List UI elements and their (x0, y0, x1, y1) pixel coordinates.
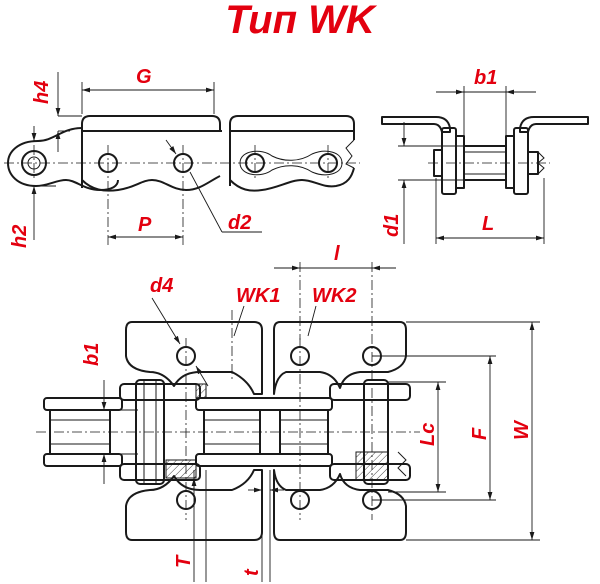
dim-F (372, 355, 496, 501)
break-line (345, 139, 355, 169)
dim-T (191, 470, 207, 582)
outer-link-left-top (37, 127, 83, 142)
section-hatch-2 (195, 383, 207, 399)
end-view (381, 116, 589, 195)
label-WK1: WK1 (236, 285, 280, 307)
section-hatch-1 (165, 459, 197, 479)
right-tab (519, 116, 589, 133)
label-Lc: Lc (417, 423, 439, 446)
outer-link-left (7, 140, 119, 191)
attachment-plate-2 (229, 115, 355, 186)
dim-W (406, 321, 540, 541)
label-h4: h4 (31, 81, 53, 104)
label-WK2: WK2 (312, 285, 356, 307)
inner-plate-top-2 (329, 383, 411, 401)
outer-plate-bottom-mid (195, 453, 333, 467)
dim-d4 (151, 297, 209, 387)
outer-plate-left (441, 127, 457, 195)
dim-Lc (388, 381, 446, 493)
dim-h4 (55, 72, 82, 152)
dim-G (81, 82, 215, 114)
dim-d1 (398, 122, 464, 244)
right-link-profile (229, 167, 355, 192)
label-d1: d1 (381, 214, 403, 237)
label-P: P (138, 214, 152, 236)
wk2-plate-lower (273, 469, 407, 541)
inner-plate-top-1 (119, 383, 201, 401)
label-h2: h2 (9, 225, 31, 248)
label-l: l (334, 243, 340, 265)
leader-wk1 (233, 305, 245, 337)
dim-b1-top (436, 86, 536, 144)
label-L: L (482, 213, 494, 235)
label-d4: d4 (150, 275, 173, 297)
dim-L (435, 178, 545, 244)
label-b1-bottom: b1 (81, 343, 103, 366)
break-right (397, 451, 407, 477)
diagram-title: Тип WK (225, 0, 375, 42)
dim-d2 (165, 139, 262, 233)
dim-b1-bottom (96, 380, 138, 484)
inner-link-profile (81, 175, 221, 192)
wk2-plate (273, 321, 407, 395)
outer-plate-top-left (43, 397, 123, 411)
dim-t (248, 470, 284, 582)
attachment-plate-1 (81, 115, 221, 188)
label-b1-top: b1 (474, 67, 497, 89)
label-F: F (469, 427, 491, 440)
inner-plate-right (505, 135, 515, 189)
outer-plate-bottom-left (43, 453, 123, 467)
inner-plate-bottom-1 (119, 463, 201, 481)
outer-plate-right (513, 127, 529, 195)
leader-wk2 (307, 305, 317, 337)
label-d2: d2 (228, 212, 251, 234)
label-G: G (136, 66, 152, 88)
label-T: T (173, 554, 195, 568)
side-view (4, 115, 360, 245)
outer-plate-top-mid (195, 397, 333, 411)
label-t: t (241, 568, 263, 576)
left-tab (381, 116, 451, 133)
plan-view (36, 262, 420, 541)
dim-h2 (31, 126, 56, 240)
label-W: W (511, 419, 533, 440)
